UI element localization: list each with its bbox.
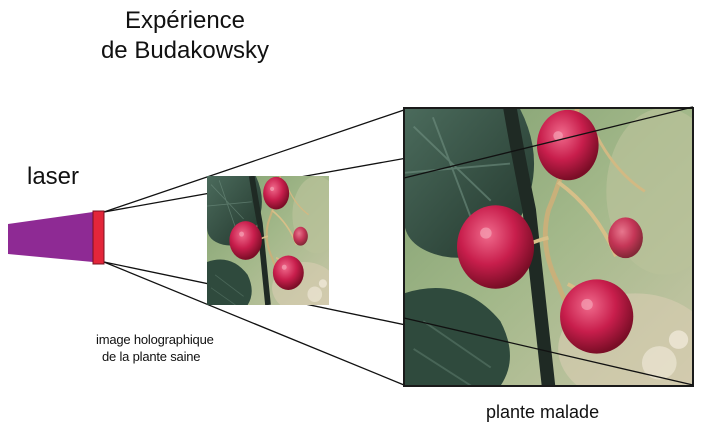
diseased-plant-image — [404, 108, 704, 405]
hologram-image — [207, 176, 341, 314]
laser-body — [8, 212, 93, 262]
laser-aperture — [93, 211, 104, 264]
diseased-plant-caption: plante malade — [486, 400, 599, 424]
hologram-caption-line-2: de la plante saine — [96, 348, 214, 365]
hologram-caption: image holographique de la plante saine — [96, 331, 214, 365]
hologram-caption-line-1: image holographique — [96, 331, 214, 348]
